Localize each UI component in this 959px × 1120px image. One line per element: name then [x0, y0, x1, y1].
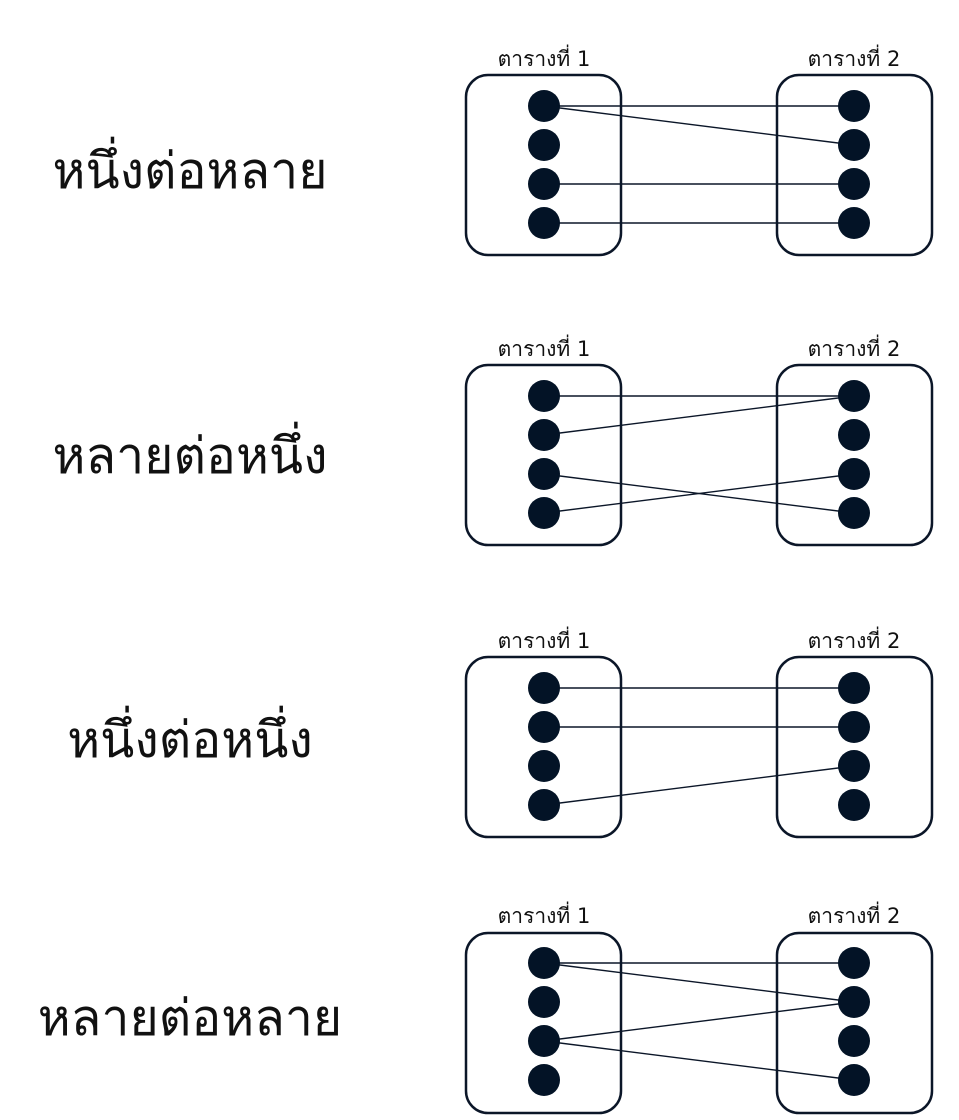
- table2-record-node-3: [838, 1025, 870, 1057]
- link-line-3-to-4: [543, 1040, 855, 1081]
- table1-box: [464, 931, 623, 1115]
- table2-record-node-2: [838, 419, 870, 451]
- table1-record-node-3: [528, 168, 560, 200]
- table1-record-node-1: [528, 380, 560, 412]
- panel-many-to-one: ตารางที่ 1 ตารางที่ 2: [464, 334, 934, 547]
- link-line-3-to-2: [543, 1001, 855, 1042]
- link-line-1-to-2: [543, 962, 855, 1003]
- table2-record-node-1: [838, 672, 870, 704]
- table2-record-node-2: [838, 711, 870, 743]
- table1-record-node-4: [528, 207, 560, 239]
- table2-box: [775, 655, 934, 839]
- table2-label: ตารางที่ 2: [808, 334, 901, 361]
- table1-box: [464, 363, 623, 547]
- table2-box: [775, 73, 934, 257]
- node-group: [528, 90, 870, 239]
- table2-label: ตารางที่ 2: [808, 626, 901, 653]
- table1-record-node-3: [528, 1025, 560, 1057]
- link-line-4-to-3: [543, 473, 855, 514]
- node-group: [528, 672, 870, 821]
- link-group: [543, 687, 855, 806]
- table1-record-node-2: [528, 986, 560, 1018]
- table2-record-node-2: [838, 129, 870, 161]
- table2-record-node-4: [838, 497, 870, 529]
- table1-label: ตารางที่ 1: [498, 626, 591, 653]
- relation-title-many-to-many: หลายต่อหลาย: [37, 989, 343, 1047]
- table2-record-node-4: [838, 207, 870, 239]
- table1-record-node-3: [528, 458, 560, 490]
- link-group: [543, 105, 855, 224]
- table1-box: [464, 73, 623, 257]
- table1-record-node-1: [528, 90, 560, 122]
- table1-record-node-2: [528, 129, 560, 161]
- table2-record-node-3: [838, 168, 870, 200]
- table1-record-node-1: [528, 947, 560, 979]
- panel-one-to-many: ตารางที่ 1 ตารางที่ 2: [464, 44, 934, 257]
- table1-record-node-4: [528, 497, 560, 529]
- table1-record-node-3: [528, 750, 560, 782]
- table1-record-node-2: [528, 711, 560, 743]
- table2-box: [775, 931, 934, 1115]
- table1-record-node-4: [528, 1064, 560, 1096]
- table2-record-node-3: [838, 458, 870, 490]
- relation-title-many-to-one: หลายต่อหนึ่ง: [52, 427, 328, 485]
- table1-record-node-4: [528, 789, 560, 821]
- table2-record-node-4: [838, 1064, 870, 1096]
- table2-record-node-2: [838, 986, 870, 1018]
- table1-box: [464, 655, 623, 839]
- table2-box: [775, 363, 934, 547]
- link-line-4-to-3: [543, 765, 855, 806]
- table2-record-node-1: [838, 947, 870, 979]
- table2-label: ตารางที่ 2: [808, 901, 901, 928]
- relation-title-one-to-many: หนึ่งต่อหลาย: [52, 142, 328, 200]
- panel-many-to-many: ตารางที่ 1 ตารางที่ 2: [464, 901, 934, 1115]
- table2-label: ตารางที่ 2: [808, 44, 901, 71]
- table2-record-node-1: [838, 380, 870, 412]
- link-line-2-to-1: [543, 395, 855, 436]
- link-line-1-to-2: [543, 105, 855, 146]
- panel-one-to-one: ตารางที่ 1 ตารางที่ 2: [464, 626, 934, 839]
- table2-record-node-3: [838, 750, 870, 782]
- table2-record-node-1: [838, 90, 870, 122]
- link-group: [543, 395, 855, 514]
- table2-record-node-4: [838, 789, 870, 821]
- table1-record-node-2: [528, 419, 560, 451]
- relation-title-one-to-one: หนึ่งต่อหนึ่ง: [67, 711, 313, 769]
- table1-record-node-1: [528, 672, 560, 704]
- table1-label: ตารางที่ 1: [498, 901, 591, 928]
- node-group: [528, 380, 870, 529]
- table1-label: ตารางที่ 1: [498, 44, 591, 71]
- link-group: [543, 962, 855, 1081]
- table1-label: ตารางที่ 1: [498, 334, 591, 361]
- node-group: [528, 947, 870, 1096]
